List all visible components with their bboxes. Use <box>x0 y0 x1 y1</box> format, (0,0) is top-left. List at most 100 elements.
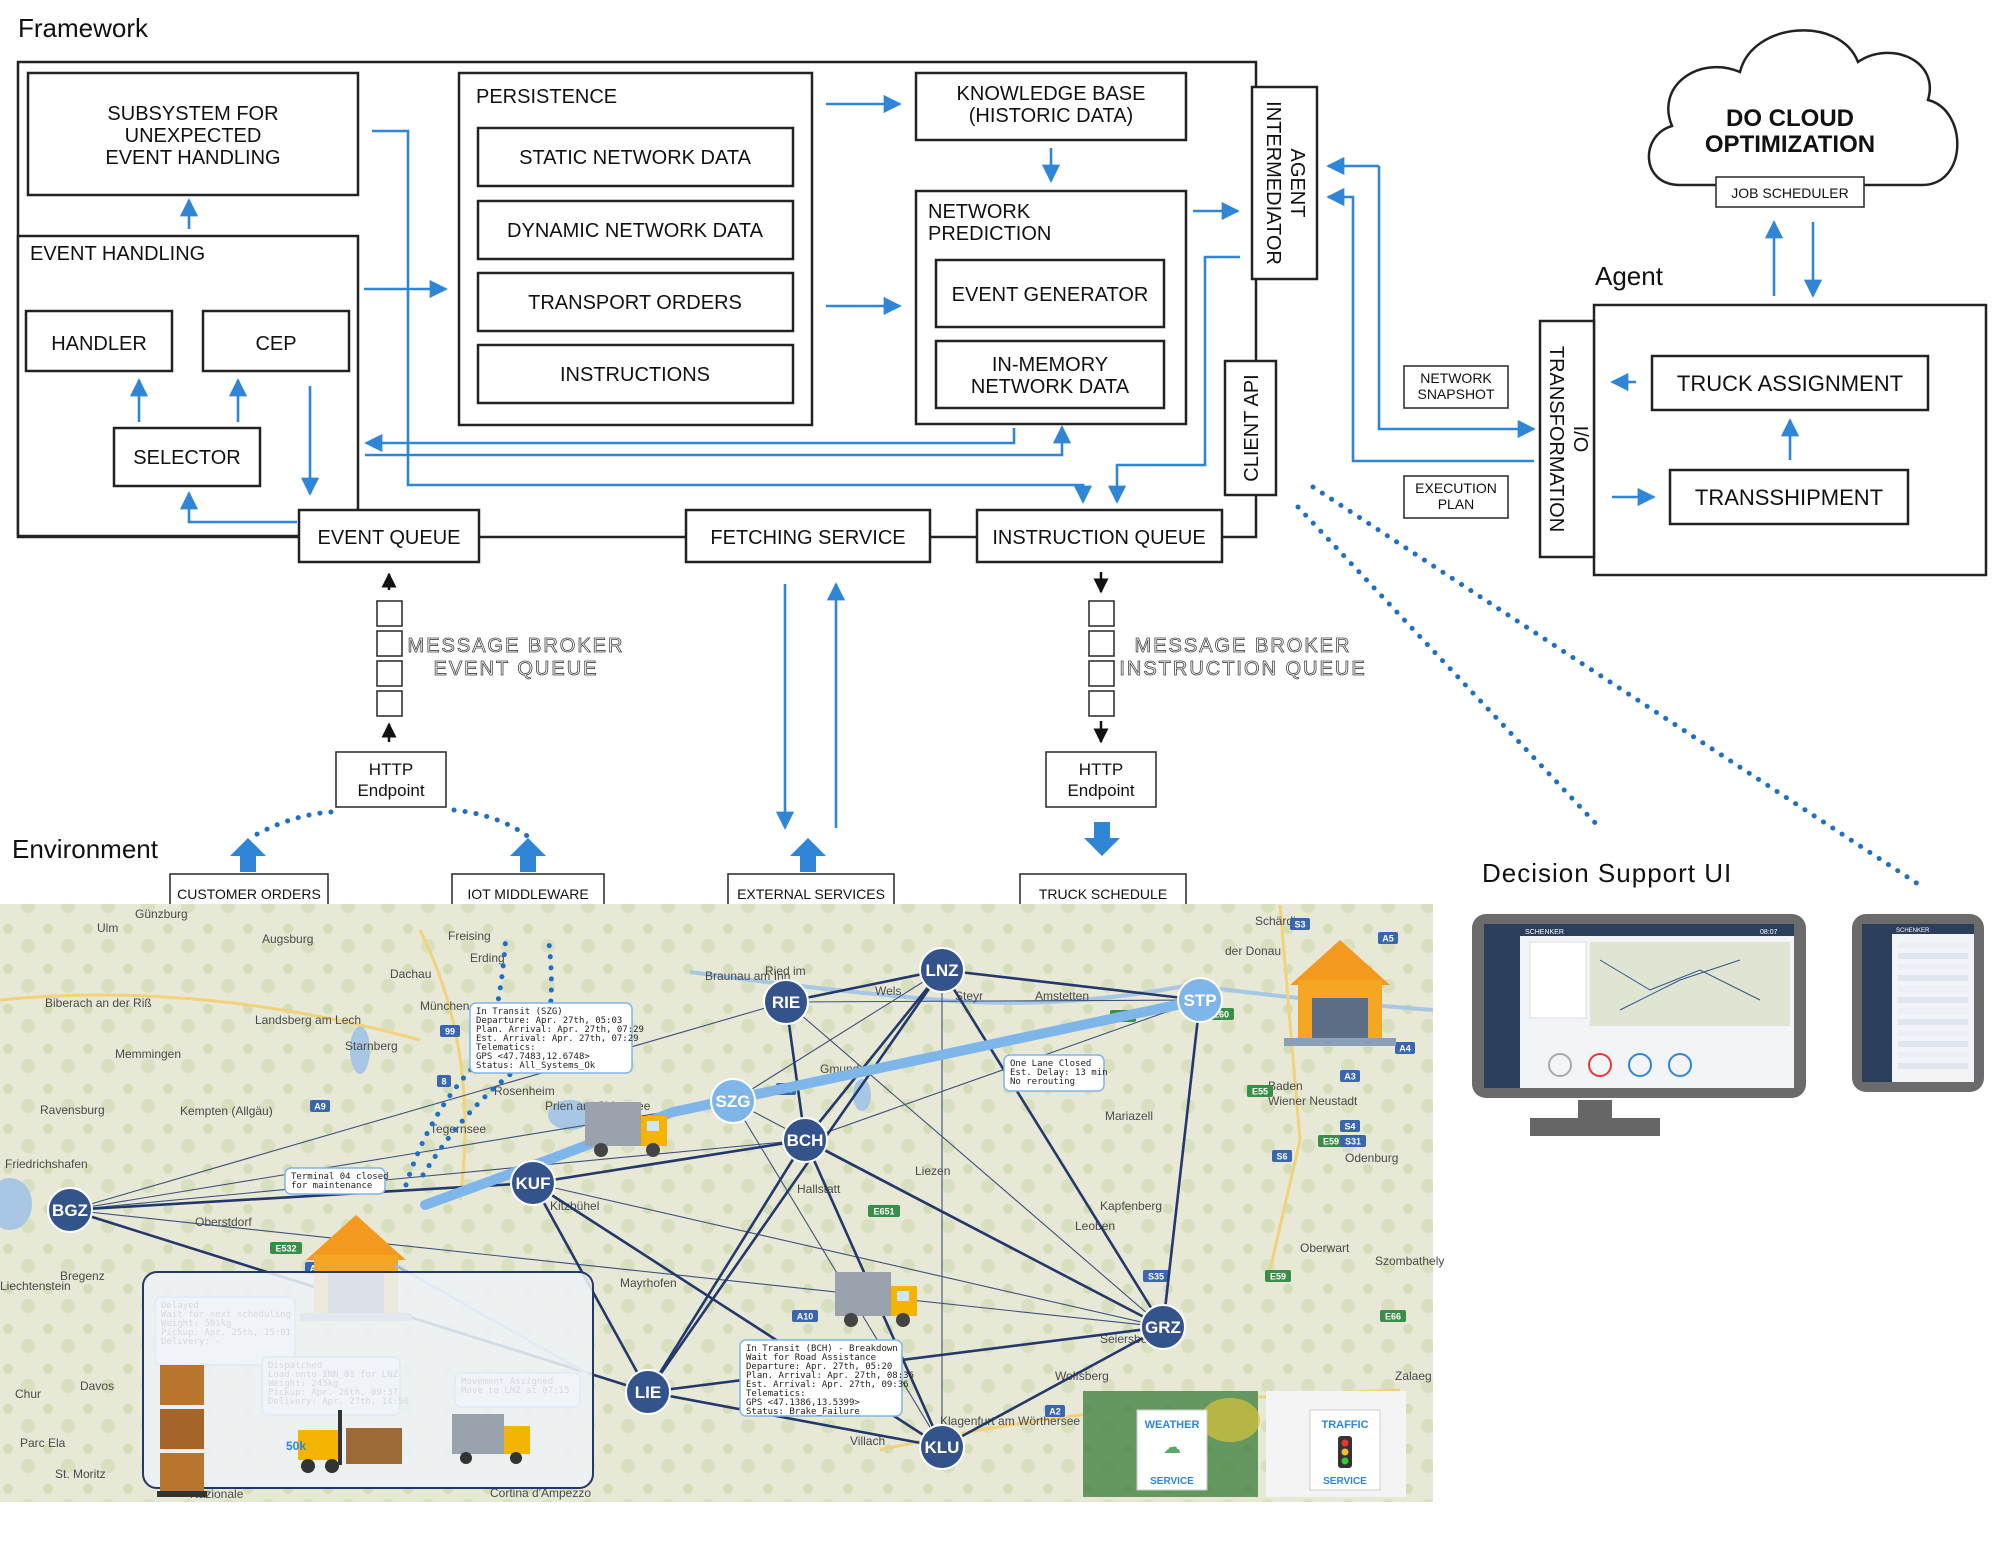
network-prediction-block: NETWORK PREDICTION EVENT GENERATOR IN-ME… <box>914 189 1188 426</box>
place-label: der Donau <box>1225 944 1281 958</box>
road-badge: E66 <box>1380 1310 1406 1322</box>
svg-text:HANDLER: HANDLER <box>51 333 147 355</box>
place-label: Tegernsee <box>430 1122 486 1136</box>
network-edge-main <box>941 1325 1164 1449</box>
svg-text:A4: A4 <box>1399 1044 1411 1054</box>
place-label: Zalaeg <box>1395 1369 1432 1383</box>
network-node-klu[interactable]: KLU <box>919 1424 965 1470</box>
road-badge: E59 <box>1265 1270 1291 1282</box>
network-node-bgz[interactable]: BGZ <box>47 1187 93 1233</box>
road-badge: S3 <box>1290 918 1310 930</box>
road-badge: S6 <box>1272 1150 1292 1162</box>
place-label: Davos <box>80 1379 114 1393</box>
network-node-stp[interactable]: STP <box>1177 977 1223 1023</box>
place-label: Klagenfurt am Wörthersee <box>940 1414 1080 1428</box>
svg-text:TRANSPORT ORDERS: TRANSPORT ORDERS <box>528 292 742 314</box>
svg-text:DYNAMIC NETWORK DATA: DYNAMIC NETWORK DATA <box>507 220 764 242</box>
svg-text:99: 99 <box>445 1027 455 1037</box>
svg-text:KNOWLEDGE BASE: KNOWLEDGE BASE <box>957 83 1146 105</box>
knowledge-base-box: KNOWLEDGE BASE (HISTORIC DATA) <box>914 71 1188 142</box>
subsystem-unexpected-events: SUBSYSTEM FOR UNEXPECTED EVENT HANDLING <box>26 71 360 197</box>
svg-text:EVENT GENERATOR: EVENT GENERATOR <box>952 284 1149 306</box>
instruction-queue-box: INSTRUCTION QUEUE <box>975 508 1224 564</box>
network-node-lie[interactable]: LIE <box>625 1369 671 1415</box>
svg-text:E60: E60 <box>1213 1010 1229 1020</box>
svg-text:Endpoint: Endpoint <box>1067 781 1134 800</box>
event-queue-box: EVENT QUEUE <box>297 508 481 564</box>
network-edge-main <box>785 968 943 1004</box>
network-node-kuf[interactable]: KUF <box>510 1160 556 1206</box>
svg-text:08:07: 08:07 <box>1760 929 1778 936</box>
svg-text:WEATHER: WEATHER <box>1145 1419 1200 1431</box>
svg-text:A5: A5 <box>1382 934 1394 944</box>
network-edge-main <box>647 1390 943 1449</box>
place-label: Hallstatt <box>797 1182 841 1196</box>
svg-text:EVENT QUEUE: EVENT QUEUE <box>318 527 461 549</box>
svg-text:MESSAGE BROKER: MESSAGE BROKER <box>1135 635 1352 657</box>
place-label: Ried im <box>765 964 806 978</box>
svg-text:SUBSYSTEM FOR: SUBSYSTEM FOR <box>107 103 278 125</box>
svg-text:50k: 50k <box>286 1439 306 1453</box>
svg-text:Terminal 04 closed: Terminal 04 closed <box>291 1172 389 1182</box>
svg-text:UNEXPECTED: UNEXPECTED <box>125 125 262 147</box>
svg-text:Telematics:: Telematics: <box>476 1043 536 1053</box>
tablet-row <box>1898 997 1968 1003</box>
svg-text:INTERMEDIATOR: INTERMEDIATOR <box>1262 101 1284 265</box>
svg-text:S4: S4 <box>1344 1122 1355 1132</box>
agent-title: Agent <box>1595 261 1664 291</box>
network-node-lnz[interactable]: LNZ <box>919 947 965 993</box>
place-label: Szombathely <box>1375 1254 1444 1268</box>
svg-text:HTTP: HTTP <box>1079 760 1123 779</box>
svg-text:E66: E66 <box>1385 1312 1401 1322</box>
svg-text:IOT MIDDLEWARE: IOT MIDDLEWARE <box>467 886 588 902</box>
fetching-service-arrows <box>775 582 846 830</box>
network-node-grz[interactable]: GRZ <box>1140 1304 1186 1350</box>
network-node-bch[interactable]: BCH <box>782 1117 828 1163</box>
place-label: Freising <box>448 929 491 943</box>
svg-text:FETCHING SERVICE: FETCHING SERVICE <box>710 527 905 549</box>
network-node-rie[interactable]: RIE <box>763 979 809 1025</box>
io-transformation-box: I/O TRANSFORMATION <box>1538 319 1596 559</box>
svg-text:GRZ: GRZ <box>1145 1318 1181 1337</box>
svg-text:STATIC NETWORK DATA: STATIC NETWORK DATA <box>519 147 752 169</box>
http-endpoint-right: HTTP Endpoint <box>1045 751 1157 808</box>
tablet-row <box>1898 942 1968 948</box>
place-label: Amstetten <box>1035 989 1089 1003</box>
place-label: Landsberg am Lech <box>255 1013 361 1027</box>
svg-text:TRUCK ASSIGNMENT: TRUCK ASSIGNMENT <box>1677 371 1903 396</box>
tablet-row <box>1898 1008 1968 1014</box>
execution-plan-label: EXECUTION PLAN <box>1403 475 1509 519</box>
warehouse-stp <box>1284 940 1396 1046</box>
place-label: Liezen <box>915 1164 950 1178</box>
svg-text:A3: A3 <box>1344 1072 1356 1082</box>
svg-text:EVENT HANDLING: EVENT HANDLING <box>105 147 280 169</box>
place-label: Liechtenstein <box>0 1279 71 1293</box>
svg-text:LIE: LIE <box>635 1383 661 1402</box>
svg-text:TRANSSHIPMENT: TRANSSHIPMENT <box>1695 485 1883 510</box>
truck-assignment-box: TRUCK ASSIGNMENT <box>1650 354 1930 412</box>
svg-text:CUSTOMER ORDERS: CUSTOMER ORDERS <box>177 886 321 902</box>
network-node-szg[interactable]: SZG <box>710 1078 756 1124</box>
tablet-row <box>1898 964 1968 970</box>
place-label: Kempten (Allgäu) <box>180 1104 273 1118</box>
lake-constance <box>0 1178 32 1230</box>
place-label: Memmingen <box>115 1047 181 1061</box>
client-api-box: CLIENT API <box>1223 359 1278 497</box>
svg-text:S35: S35 <box>1148 1272 1164 1282</box>
svg-text:IN-MEMORY: IN-MEMORY <box>992 354 1108 376</box>
svg-text:SNAPSHOT: SNAPSHOT <box>1417 386 1494 402</box>
road-badge: 8 <box>437 1075 451 1087</box>
road-badge: A5 <box>1378 932 1398 944</box>
svg-text:(HISTORIC DATA): (HISTORIC DATA) <box>969 105 1133 127</box>
network-edge-main <box>647 1325 1164 1394</box>
network-edge-minor <box>69 1209 1164 1328</box>
network-edge-main <box>532 1138 806 1185</box>
svg-text:SZG: SZG <box>716 1092 751 1111</box>
svg-text:GPS <47.7483,12.6748>: GPS <47.7483,12.6748> <box>476 1052 590 1062</box>
dotted-connectors <box>247 484 1921 887</box>
svg-text:OPTIMIZATION: OPTIMIZATION <box>1705 131 1875 158</box>
network-edge-minor <box>69 1001 787 1211</box>
